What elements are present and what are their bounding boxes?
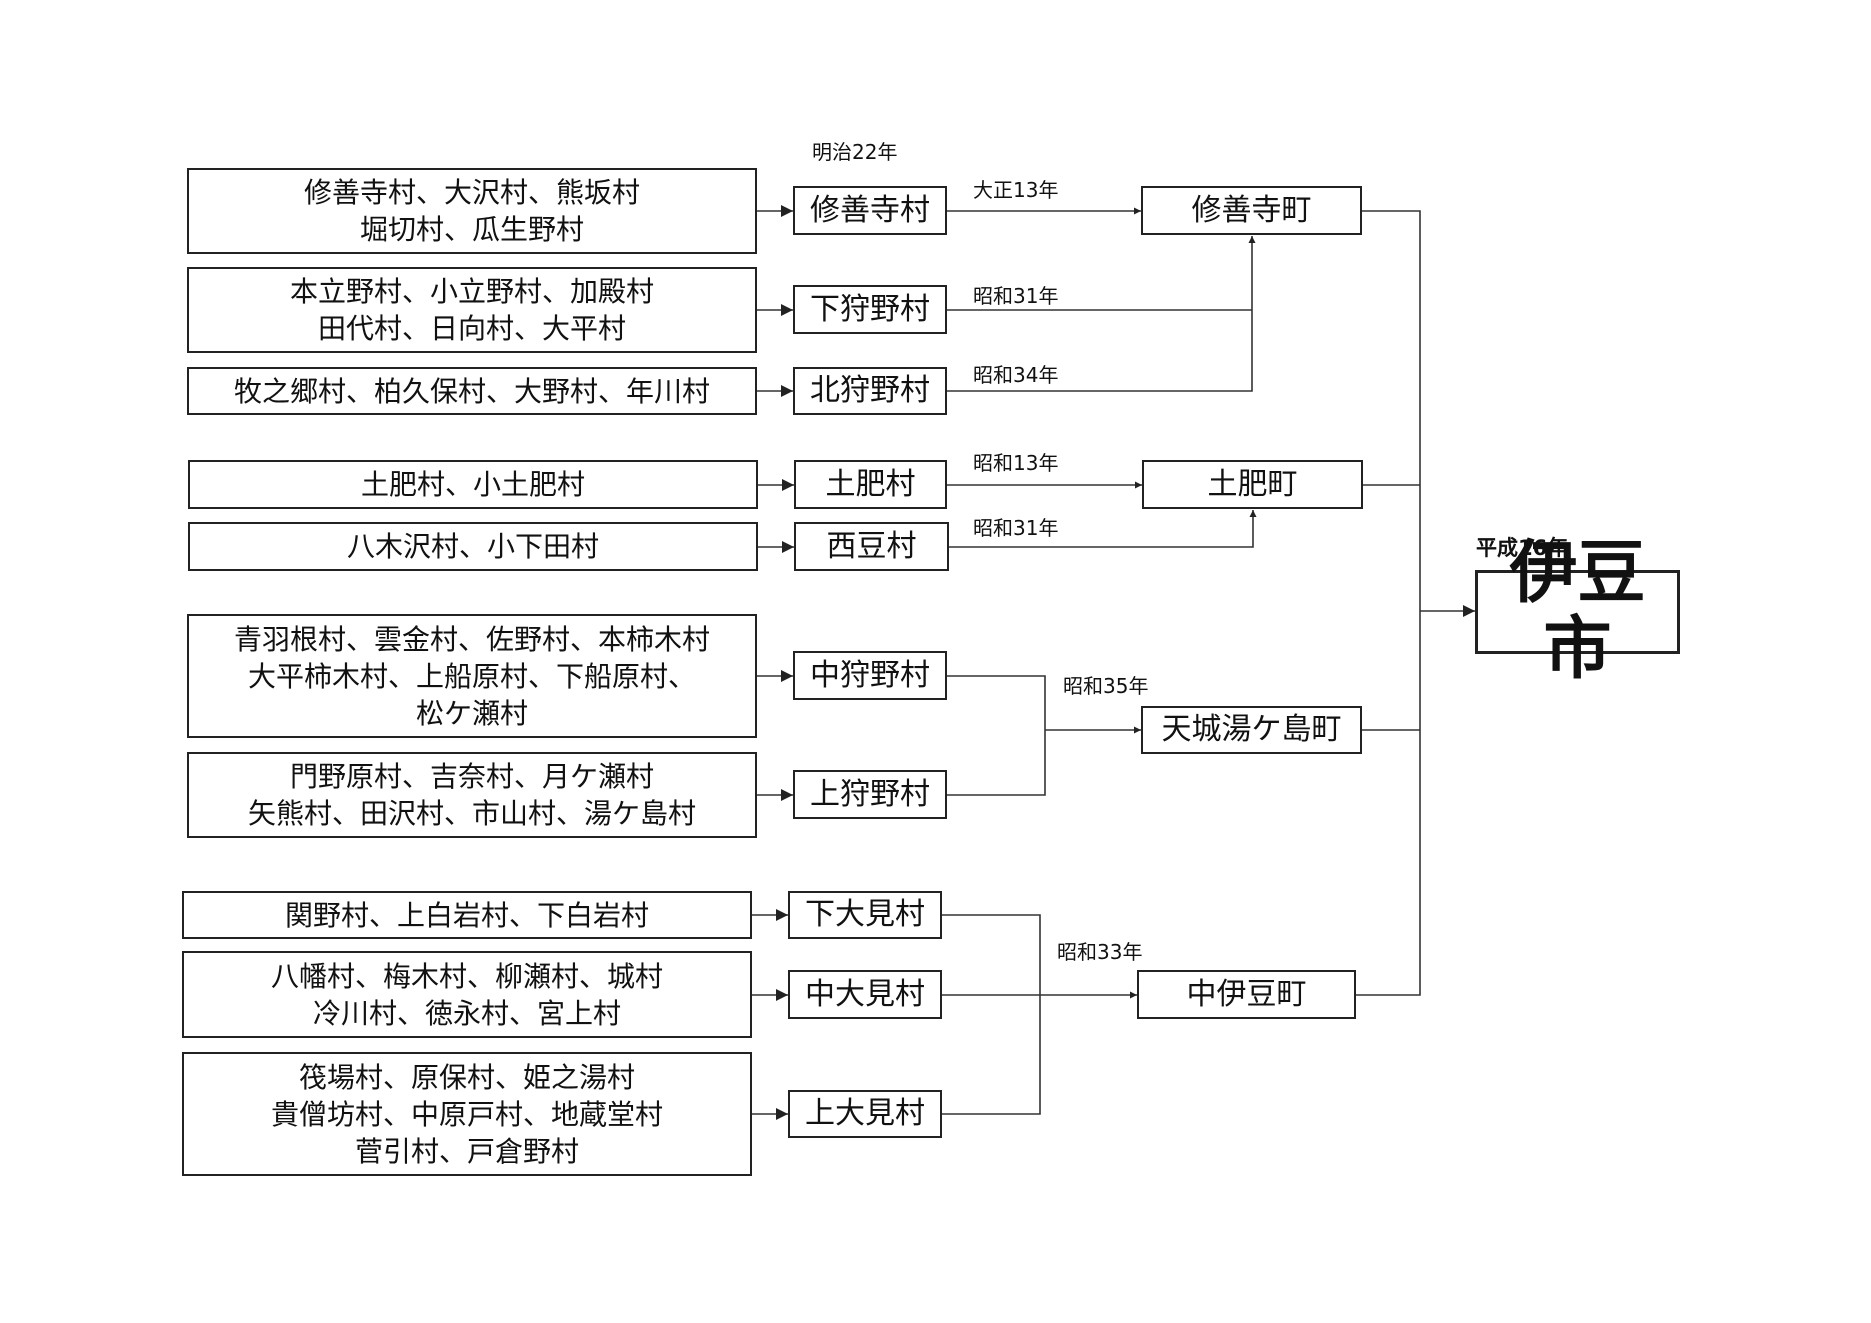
village-label: 下狩野村 xyxy=(810,291,930,327)
line-showa31b xyxy=(949,510,1257,548)
source-group-label: 関野村、上白岩村、下白岩村 xyxy=(284,898,649,932)
label-meiji22: 明治22年 xyxy=(812,140,898,164)
source-group-kitakano: 牧之郷村、柏久保村、大野村、年川村 xyxy=(187,367,757,415)
village-nishizu: 西豆村 xyxy=(794,522,949,571)
town-amagi-yugashima: 天城湯ケ島町 xyxy=(1141,706,1362,754)
source-group-shimooomi: 関野村、上白岩村、下白岩村 xyxy=(182,891,752,939)
line-heisei16-bus xyxy=(1356,210,1421,996)
village-label: 修善寺村 xyxy=(810,192,930,228)
city-izu: 伊豆市 xyxy=(1475,536,1680,688)
source-group-label: 八木沢村、小下田村 xyxy=(346,530,599,563)
village-shimooomi: 下大見村 xyxy=(788,891,942,939)
label-showa33: 昭和33年 xyxy=(1057,940,1143,964)
village-kamioomi: 上大見村 xyxy=(788,1090,942,1138)
source-group-label: 八幡村、梅木村、柳瀬村、城村 冷川村、徳永村、宮上村 xyxy=(270,959,663,1030)
town-label: 天城湯ケ島町 xyxy=(1161,712,1342,747)
source-group-kamikano: 門野原村、吉奈村、月ケ瀬村 矢熊村、田沢村、市山村、湯ケ島村 xyxy=(187,752,757,838)
town-shuzenji: 修善寺町 xyxy=(1141,186,1362,235)
village-label: 西豆村 xyxy=(826,528,917,564)
label-taisho13: 大正13年 xyxy=(973,178,1059,202)
village-nakakano: 中狩野村 xyxy=(793,651,947,700)
village-nakaoomi: 中大見村 xyxy=(788,970,942,1019)
source-group-kamioomi: 筏場村、原保村、姫之湯村 貴僧坊村、中原戸村、地蔵堂村 菅引村、戸倉野村 xyxy=(182,1052,752,1176)
label-showa13: 昭和13年 xyxy=(973,451,1059,475)
line-showa34 xyxy=(947,236,1256,392)
label-showa35: 昭和35年 xyxy=(1063,674,1149,698)
village-label: 土肥村 xyxy=(825,466,916,502)
line-showa35 xyxy=(947,675,1046,796)
village-kamikano: 上狩野村 xyxy=(793,770,947,819)
source-group-label: 修善寺村、大沢村、熊坂村 堀切村、瓜生野村 xyxy=(303,176,640,246)
source-group-nishizu: 八木沢村、小下田村 xyxy=(188,522,758,571)
source-group-label: 青羽根村、雲金村、佐野村、本柿木村 大平柿木村、上船原村、下船原村、 松ケ瀬村 xyxy=(233,622,710,730)
village-toi: 土肥村 xyxy=(794,460,947,509)
source-group-shuzenji: 修善寺村、大沢村、熊坂村 堀切村、瓜生野村 xyxy=(187,168,757,254)
village-label: 中狩野村 xyxy=(810,657,930,693)
village-label: 上大見村 xyxy=(805,1096,925,1131)
village-label: 中大見村 xyxy=(805,976,925,1012)
source-group-label: 本立野村、小立野村、加殿村 田代村、日向村、大平村 xyxy=(289,275,654,345)
town-nakaizu: 中伊豆町 xyxy=(1137,970,1356,1019)
village-shuzenji: 修善寺村 xyxy=(793,186,947,235)
town-label: 土肥町 xyxy=(1207,466,1298,502)
label-showa31a: 昭和31年 xyxy=(973,284,1059,308)
village-shimokano: 下狩野村 xyxy=(793,285,947,334)
label-showa34: 昭和34年 xyxy=(973,363,1059,387)
city-label: 伊豆市 xyxy=(1509,534,1646,689)
line-showa33 xyxy=(942,914,1041,1115)
source-group-shimokano: 本立野村、小立野村、加殿村 田代村、日向村、大平村 xyxy=(187,267,757,353)
village-label: 下大見村 xyxy=(805,897,925,932)
label-showa31b: 昭和31年 xyxy=(973,516,1059,540)
label-heisei16: 平成16年 xyxy=(1476,536,1569,560)
source-group-toi: 土肥村、小土肥村 xyxy=(188,460,758,509)
source-group-label: 門野原村、吉奈村、月ケ瀬村 矢熊村、田沢村、市山村、湯ケ島村 xyxy=(247,760,696,830)
source-group-label: 牧之郷村、柏久保村、大野村、年川村 xyxy=(233,374,710,408)
source-group-label: 筏場村、原保村、姫之湯村 貴僧坊村、中原戸村、地蔵堂村 菅引村、戸倉野村 xyxy=(270,1060,663,1168)
town-toi: 土肥町 xyxy=(1142,460,1363,509)
town-label: 修善寺町 xyxy=(1191,192,1312,228)
town-label: 中伊豆町 xyxy=(1186,976,1307,1012)
village-label: 北狩野村 xyxy=(810,373,930,408)
village-kitakano: 北狩野村 xyxy=(793,367,947,415)
source-group-label: 土肥村、小土肥村 xyxy=(360,468,585,501)
source-group-nakakano: 青羽根村、雲金村、佐野村、本柿木村 大平柿木村、上船原村、下船原村、 松ケ瀬村 xyxy=(187,614,757,738)
source-group-nakaoomi: 八幡村、梅木村、柳瀬村、城村 冷川村、徳永村、宮上村 xyxy=(182,951,752,1038)
village-label: 上狩野村 xyxy=(810,776,930,812)
